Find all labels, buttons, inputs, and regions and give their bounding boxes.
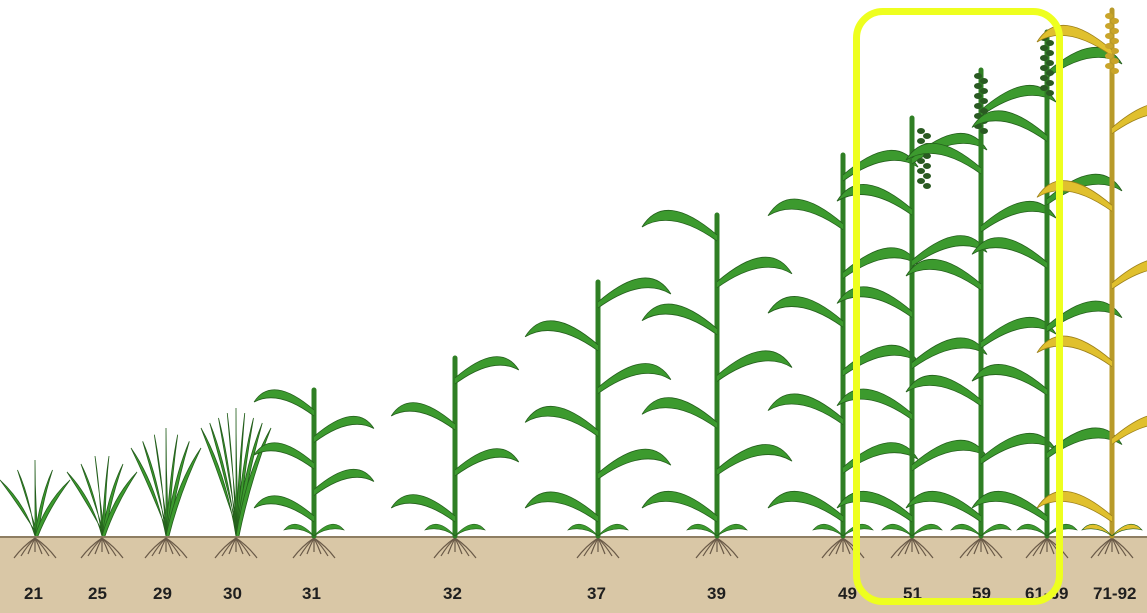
highlight-box: [853, 8, 1063, 605]
wheat-ear: [974, 73, 988, 134]
plant-stage-25: [66, 455, 138, 559]
stage-label-31: 31: [302, 584, 321, 603]
soil-strip: [0, 536, 1147, 613]
stage-label-30: 30: [223, 584, 242, 603]
stage-label-21: 21: [24, 584, 43, 603]
stage-label-49: 49: [838, 584, 857, 603]
plant-stage-21: [0, 459, 71, 559]
stage-label-29: 29: [153, 584, 172, 603]
roots: [576, 537, 620, 559]
plant-stage-61-69: [971, 29, 1123, 559]
roots: [13, 537, 57, 559]
wheat-ear: [1105, 13, 1119, 74]
stage-label-37: 37: [587, 584, 606, 603]
plant-stage-32: [390, 355, 520, 559]
plant-stage-71-92: [1036, 7, 1147, 559]
wheat-ear: [1040, 35, 1054, 96]
plant-stage-37: [524, 277, 672, 559]
stage-label-71-92: 71-92: [1093, 584, 1137, 603]
roots: [890, 537, 934, 559]
plant-stage-29: [130, 427, 202, 559]
roots: [959, 537, 1003, 559]
stage-label-39: 39: [707, 584, 726, 603]
plant-stage-49: [767, 149, 919, 559]
roots: [214, 537, 258, 559]
roots: [695, 537, 739, 559]
roots: [144, 537, 188, 559]
roots: [292, 537, 336, 559]
roots: [1090, 537, 1134, 559]
roots: [80, 537, 124, 559]
plant-stage-39: [641, 209, 793, 559]
stage-label-25: 25: [88, 584, 107, 603]
roots: [433, 537, 477, 559]
plant-stage-31: [253, 387, 375, 559]
stage-label-32: 32: [443, 584, 462, 603]
plant-stage-30: [200, 407, 272, 559]
